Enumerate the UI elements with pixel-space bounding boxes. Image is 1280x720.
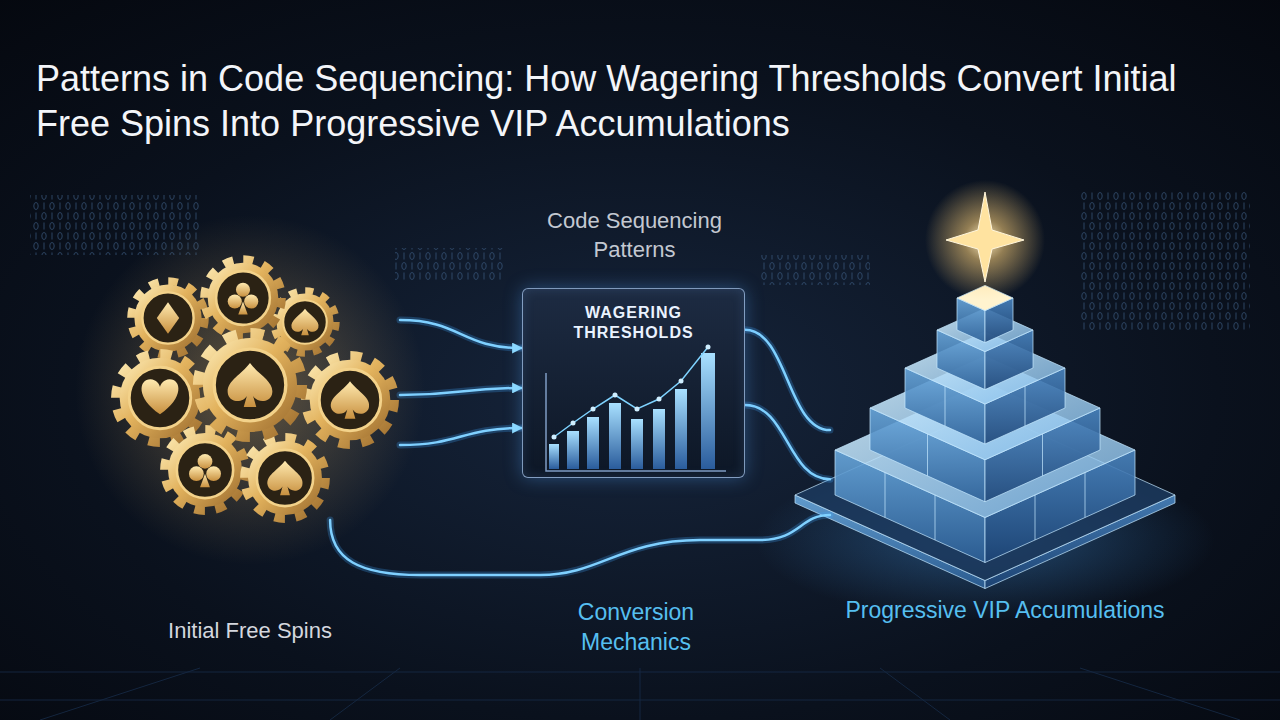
- gear-cluster: [116, 259, 394, 518]
- edge-label: Conversion Mechanics: [556, 598, 716, 658]
- node-label: Initial Free Spins: [100, 617, 400, 646]
- connector-line: [400, 388, 522, 395]
- connector-glow: [745, 405, 830, 479]
- vip-pyramid-drawing: [755, 285, 1215, 620]
- connector-line: [400, 320, 522, 348]
- flow-connector: [330, 515, 830, 575]
- connector-glow: [400, 388, 522, 395]
- connector-line: [330, 515, 830, 575]
- flow-connector: [400, 320, 522, 445]
- node-heading: Code Sequencing Patterns: [540, 207, 730, 264]
- node-label: Progressive VIP Accumulations: [830, 596, 1180, 626]
- connector-glow: [400, 320, 522, 348]
- free-spins-cluster: Initial Free Spins: [100, 265, 400, 520]
- connector-glow: [400, 428, 522, 445]
- connector-line: [400, 428, 522, 445]
- threshold-box: Code Sequencing PatternsWAGERING THRESHO…: [522, 288, 745, 478]
- flow-connector: [745, 330, 830, 480]
- connector-glow: [745, 330, 830, 430]
- diagram-title: Patterns in Code Sequencing: How Wagerin…: [36, 56, 1246, 146]
- vip-pyramid: Progressive VIP Accumulations: [830, 180, 1180, 590]
- connector-line: [745, 405, 830, 479]
- box-title: WAGERING THRESHOLDS: [559, 303, 709, 343]
- connector-glow: [330, 515, 830, 575]
- connector-line: [745, 330, 830, 430]
